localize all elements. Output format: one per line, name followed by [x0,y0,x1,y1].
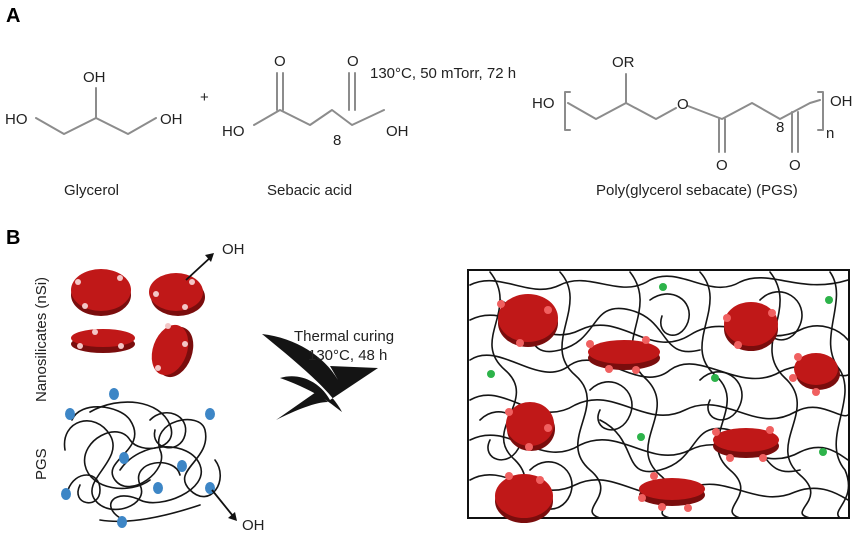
curing-label-line1: Thermal curing [294,328,394,345]
glycerol-name: Glycerol [64,182,119,199]
sebacic-oh: OH [386,123,409,140]
nanosilicate-disc [638,472,705,512]
glycerol-oh-right: OH [160,111,183,128]
pgs-o-link: O [677,96,689,113]
curing-arrow [262,334,378,420]
nanosilicate-disc [497,294,558,347]
nanosilicate-group [71,269,205,378]
nanosilicate-disc [505,402,555,451]
pgs-o2: O [789,157,801,174]
pgs-ho: HO [532,95,555,112]
pgs-o1: O [716,157,728,174]
sebacic-o2: O [347,53,359,70]
composite-network [467,269,850,523]
sebacic-o1: O [274,53,286,70]
nanosilicate-disc [789,353,840,396]
pgs-or: OR [612,54,635,71]
oh-label-bottom: OH [242,517,265,534]
nanosilicates-label: Nanosilicates (nSi) [33,277,50,402]
nanosilicate-disc [71,269,131,316]
nanosilicate-disc [151,323,194,378]
glycerol-structure: OH HO OH Glycerol [5,69,183,199]
panel-label-b: B [6,227,20,249]
pgs-hydroxyl-groups [61,388,215,528]
pgs-name: Poly(glycerol sebacate) (PGS) [596,182,798,199]
sebacic-name: Sebacic acid [267,182,352,199]
pgs-structure: OR HO O O O OH 8 n Poly(glycerol sebacat… [532,54,853,199]
crosslink-points [487,283,833,456]
hydroxyl-arrow-bottom [211,489,237,521]
pgs-label: PGS [33,448,50,480]
nanosilicate-disc [723,302,778,351]
composite-nanosilicates [495,294,840,523]
pgs-polymer-tangle [63,401,221,523]
pgs-repeat: 8 [776,119,784,136]
sebacic-ho: HO [222,123,245,140]
sebacic-acid-structure: O O HO OH 8 Sebacic acid [222,53,409,199]
pgs-n: n [826,125,834,142]
glycerol-ho-left: HO [5,111,28,128]
plus-sign: + [200,89,209,106]
nanosilicate-disc [712,426,779,462]
nanosilicate-disc [495,472,553,523]
nanosilicate-disc [149,273,205,316]
glycerol-oh-top: OH [83,69,106,86]
pgs-oh: OH [830,93,853,110]
hydroxyl-arrow-top [185,253,214,281]
reaction-conditions: 130°C, 50 mTorr, 72 h [370,65,516,82]
panel-label-a: A [6,5,20,27]
nanosilicate-disc [71,329,135,353]
oh-label-top: OH [222,241,245,258]
sebacic-repeat: 8 [333,132,341,149]
curing-label-line2: 130°C, 48 h [308,347,387,364]
nanosilicate-disc [586,336,660,374]
